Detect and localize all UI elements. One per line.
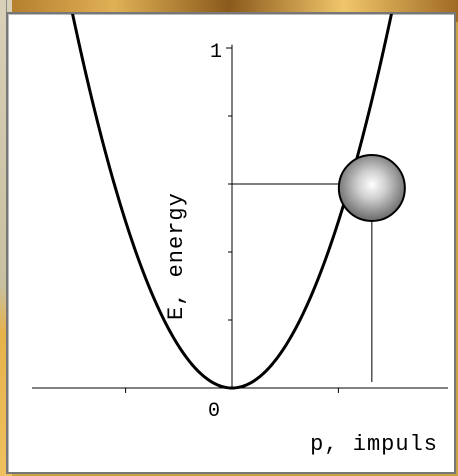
y-tick-label-1: 1 — [210, 41, 222, 64]
marker-ball — [337, 154, 406, 222]
chart-panel: 1 0 E, energy p, impuls — [6, 12, 456, 474]
energy-impuls-chart: 1 0 E, energy p, impuls — [32, 14, 448, 457]
y-tick-label-0: 0 — [208, 400, 220, 423]
x-axis-label: p, impuls — [310, 432, 438, 457]
y-axis-label: E, energy — [164, 192, 189, 320]
